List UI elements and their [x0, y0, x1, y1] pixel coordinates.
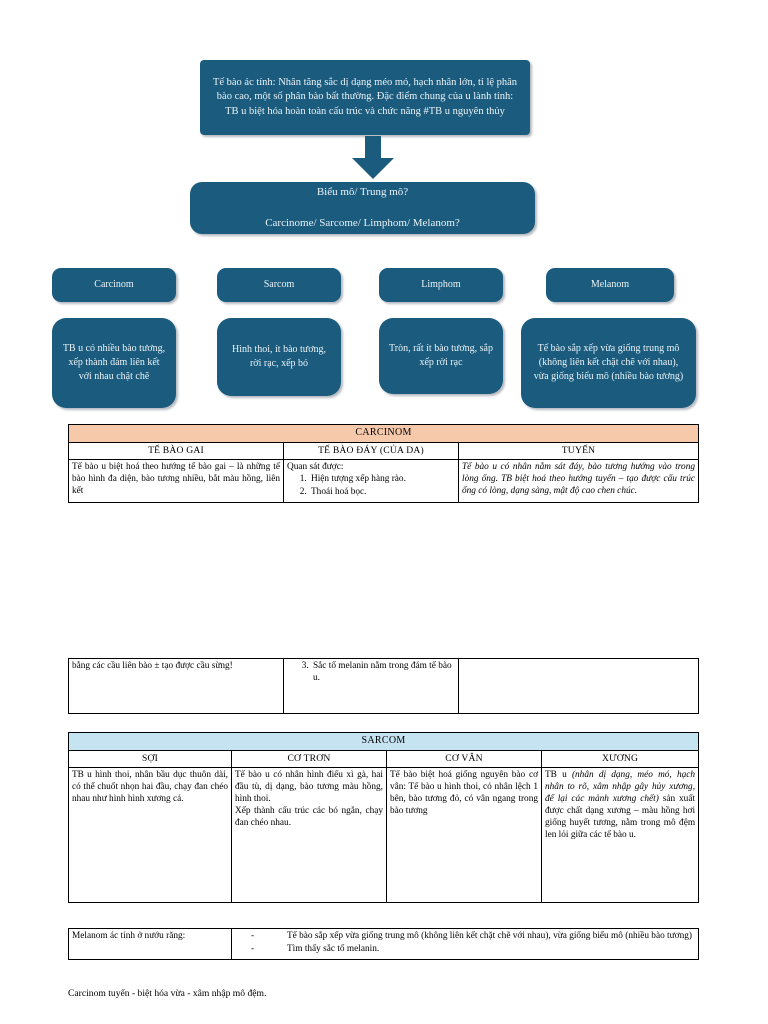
flowchart-root-box: Tế bào ác tính: Nhân tăng sắc dị dạng mé…: [200, 60, 530, 135]
table-row-header: TẾ BÀO GAI TẾ BÀO ĐÁY (CỦA DA) TUYẾN: [68, 441, 700, 461]
sarcom-table-title: SARCOM: [67, 732, 700, 751]
flowchart: Tế bào ác tính: Nhân tăng sắc dị dạng mé…: [0, 0, 768, 415]
category-label: Sarcom: [263, 279, 295, 291]
table-row-title: CARCINOM: [67, 424, 700, 443]
sarcom-table: SARCOM SỢI CƠ TRƠN CƠ VÂN XƯƠNG TB u hìn…: [67, 732, 700, 904]
cell-xuong-italic: (nhân dị dạng, méo mó, hạch nhân to rõ, …: [545, 770, 696, 804]
table-row: Tế bào u biệt hoá theo hướng tế bào gai …: [68, 459, 700, 503]
table-row-title: SARCOM: [67, 732, 700, 751]
carcinom-table-title: CARCINOM: [67, 424, 700, 443]
list-item: Sắc tố melanin nằm trong đám tế bào u.: [311, 661, 455, 685]
question-line-1: Biểu mô/ Trung mô?: [316, 186, 409, 199]
column-header-te-bao-day: TẾ BÀO ĐÁY (CỦA DA): [283, 441, 459, 461]
table-row: TB u hình thoi, nhân bầu dục thuôn dài, …: [68, 767, 700, 904]
table-row-header: SỢI CƠ TRƠN CƠ VÂN XƯƠNG: [68, 749, 700, 769]
list-item-text: Tìm thấy sắc tố melanin.: [287, 943, 380, 954]
list-item: Hiện tượng xếp hàng rào.: [309, 474, 455, 486]
cell-xuong-prefix: TB u: [545, 770, 572, 781]
carcinom-table-top: CARCINOM TẾ BÀO GAI TẾ BÀO ĐÁY (CỦA DA) …: [67, 424, 700, 503]
column-header-te-bao-gai: TẾ BÀO GAI: [68, 441, 284, 461]
column-header-co-tron: CƠ TRƠN: [231, 749, 387, 769]
table-row: bằng các cầu liên bào ± tạo được cầu sừn…: [68, 658, 699, 714]
cell-intro-text: Quan sát được:: [287, 462, 344, 473]
cell-te-bao-gai-cont: bằng các cầu liên bào ± tạo được cầu sừn…: [68, 658, 284, 714]
category-label: Limphom: [421, 279, 461, 291]
numbered-list: Sắc tố melanin nằm trong đám tế bào u.: [303, 661, 455, 685]
category-label: Carcinom: [94, 279, 134, 291]
flowchart-category-melanom: Melanom: [546, 268, 674, 302]
list-item: - Tìm thấy sắc tố melanin.: [235, 944, 695, 956]
flowchart-description-melanom: Tế bào sắp xếp vừa giống trung mô (không…: [521, 318, 696, 408]
flowchart-description-limphom: Tròn, rất ít bào tương, sắp xếp rời rạc: [379, 318, 503, 394]
category-description: Tế bào sắp xếp vừa giống trung mô (không…: [533, 343, 684, 382]
category-description: TB u có nhiều bào tương, xếp thành đám l…: [62, 343, 166, 382]
flowchart-category-sarcom: Sarcom: [217, 268, 341, 302]
dash-bullet: -: [251, 931, 255, 941]
column-header-soi: SỢI: [68, 749, 232, 769]
flowchart-question-box: Biểu mô/ Trung mô? Carcinome/ Sarcome/ L…: [190, 182, 535, 234]
list-item: Thoái hoá bọc.: [309, 487, 455, 499]
footer-note: Carcinom tuyến - biệt hóa vừa - xâm nhập…: [68, 988, 267, 999]
flowchart-description-sarcom: Hình thoi, ít bào tương, rời rạc, xếp bó: [217, 318, 341, 396]
cell-soi: TB u hình thoi, nhân bầu dục thuôn dài, …: [68, 767, 232, 904]
cell-te-bao-day-cont: Sắc tố melanin nằm trong đám tế bào u.: [283, 658, 459, 714]
column-header-co-van: CƠ VÂN: [386, 749, 542, 769]
table-row: Melanom ác tính ở nướu răng: - Tế bào sắp…: [68, 928, 699, 960]
cell-co-van: Tế bào biệt hoá giống nguyên bào cơ vân:…: [386, 767, 542, 904]
flowchart-category-limphom: Limphom: [379, 268, 503, 302]
numbered-list: Hiện tượng xếp hàng rào. Thoái hoá bọc.: [301, 474, 455, 499]
cell-co-tron-para-1: Tế bào u có nhân hình điếu xì gà, hai đầ…: [235, 770, 383, 804]
carcinom-table-bottom: bằng các cầu liên bào ± tạo được cầu sừn…: [68, 658, 699, 714]
category-label: Melanom: [590, 279, 630, 291]
melanom-table: Melanom ác tính ở nướu răng: - Tế bào sắp…: [68, 928, 699, 960]
category-description: Tròn, rất ít bào tương, sắp xếp rời rạc: [389, 343, 493, 368]
question-line-2: Carcinome/ Sarcome/ Limphom/ Melanom?: [265, 216, 460, 229]
dash-list: - Tế bào sắp xếp vừa giống trung mô (khôn…: [235, 931, 695, 956]
cell-xuong: TB u (nhân dị dạng, méo mó, hạch nhân to…: [540, 767, 700, 904]
list-item-text: Tế bào sắp xếp vừa giống trung mô (không…: [287, 931, 692, 941]
category-description: Hình thoi, ít bào tương, rời rạc, xếp bó: [231, 344, 327, 369]
column-header-tuyen: TUYẾN: [457, 441, 700, 461]
down-arrow-icon: [352, 136, 394, 179]
flowchart-description-carcinom: TB u có nhiều bào tương, xếp thành đám l…: [52, 318, 176, 408]
cell-te-bao-day: Quan sát được: Hiện tượng xếp hàng rào. …: [283, 459, 459, 503]
column-header-xuong: XƯƠNG: [540, 749, 700, 769]
flowchart-root-text: Tế bào ác tính: Nhân tăng sắc dị dạng mé…: [212, 76, 518, 117]
cell-tuyen: Tế bào u có nhân nằm sát đáy, bào tương …: [457, 459, 700, 503]
flowchart-category-carcinom: Carcinom: [52, 268, 176, 302]
dash-bullet: -: [251, 943, 255, 954]
cell-te-bao-gai: Tế bào u biệt hoá theo hướng tế bào gai …: [68, 459, 284, 503]
cell-tuyen-cont: [458, 658, 699, 714]
list-item: - Tế bào sắp xếp vừa giống trung mô (khôn…: [235, 931, 695, 943]
cell-co-tron: Tế bào u có nhân hình điếu xì gà, hai đầ…: [231, 767, 387, 904]
cell-xuong-suffix: sản xuất được chất dạng xương – màu hồng…: [545, 793, 696, 840]
cell-melanom-label: Melanom ác tính ở nướu răng:: [68, 928, 232, 960]
flowchart-question-text: Biểu mô/ Trung mô? Carcinome/ Sarcome/ L…: [200, 185, 525, 231]
cell-melanom-items: - Tế bào sắp xếp vừa giống trung mô (khôn…: [231, 928, 699, 960]
cell-co-tron-para-2: Xếp thành cấu trúc các bó ngắn, chạy đan…: [235, 805, 383, 828]
